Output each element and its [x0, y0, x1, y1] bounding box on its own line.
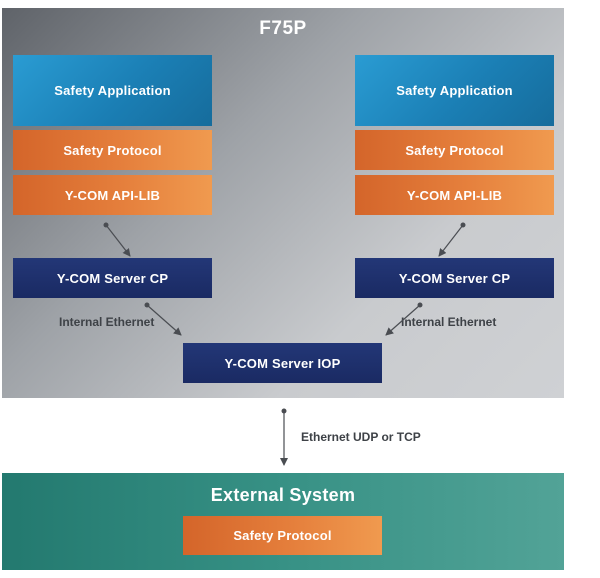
left-ycom-server-cp-box: Y-COM Server CP — [13, 258, 212, 298]
right-safety-protocol-box: Safety Protocol — [355, 130, 554, 170]
left-safety-application-box: Safety Application — [13, 55, 212, 126]
external-system-title: External System — [210, 485, 356, 505]
ycom-server-iop-box: Y-COM Server IOP — [183, 343, 382, 383]
right-safety-application-box: Safety Application — [355, 55, 554, 126]
f75p-title: F75P — [259, 18, 307, 39]
left-safety-protocol-box: Safety Protocol — [13, 130, 212, 170]
left-internal-ethernet-label: Internal Ethernet — [59, 315, 155, 329]
right-internal-ethernet-label: Internal Ethernet — [401, 315, 497, 329]
ethernet-udp-tcp-label: Ethernet UDP or TCP — [301, 430, 421, 444]
ethernet-udp-tcp-connector — [280, 408, 288, 466]
left-ycom-api-lib-box: Y-COM API-LIB — [13, 175, 212, 215]
external-safety-protocol-box: Safety Protocol — [183, 516, 382, 555]
right-ycom-api-lib-box: Y-COM API-LIB — [355, 175, 554, 215]
right-ycom-server-cp-box: Y-COM Server CP — [355, 258, 554, 298]
